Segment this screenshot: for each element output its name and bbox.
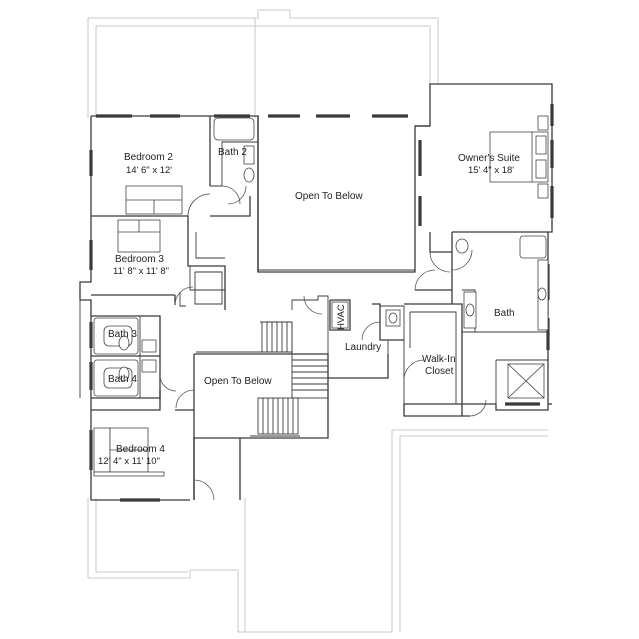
dims-bedroom-3: 11' 8" x 11' 8" xyxy=(113,266,169,277)
label-open-to-below-stair: Open To Below xyxy=(204,376,272,387)
railings xyxy=(196,269,415,437)
fixtures xyxy=(93,115,549,477)
stairs xyxy=(257,321,329,435)
label-owners-suite: Owner's Suite xyxy=(458,153,520,164)
label-bath-4: Bath 4 xyxy=(108,374,137,385)
dims-bedroom-4: 12' 4" x 11' 10" xyxy=(98,456,160,467)
dims-bedroom-2: 14' 6" x 12' xyxy=(126,165,172,176)
label-laundry: Laundry xyxy=(345,342,381,353)
label-open-to-below-top: Open To Below xyxy=(295,191,363,202)
label-bedroom-4: Bedroom 4 xyxy=(116,444,165,455)
room-labels: Bedroom 2 14' 6" x 12' Bath 2 Open To Be… xyxy=(98,147,520,467)
label-bath-3: Bath 3 xyxy=(108,329,137,340)
label-bath-2: Bath 2 xyxy=(218,147,247,158)
label-closet: Closet xyxy=(425,366,454,377)
label-hvac: HVAC xyxy=(336,304,347,330)
roof-outline xyxy=(87,9,548,633)
label-bath-owner: Bath xyxy=(494,308,515,319)
label-walk-in: Walk-In xyxy=(422,354,456,365)
doors xyxy=(159,185,487,501)
label-bedroom-2: Bedroom 2 xyxy=(124,152,173,163)
label-bedroom-3: Bedroom 3 xyxy=(115,254,164,265)
dims-owners-suite: 15' 4" x 18' xyxy=(468,165,514,176)
